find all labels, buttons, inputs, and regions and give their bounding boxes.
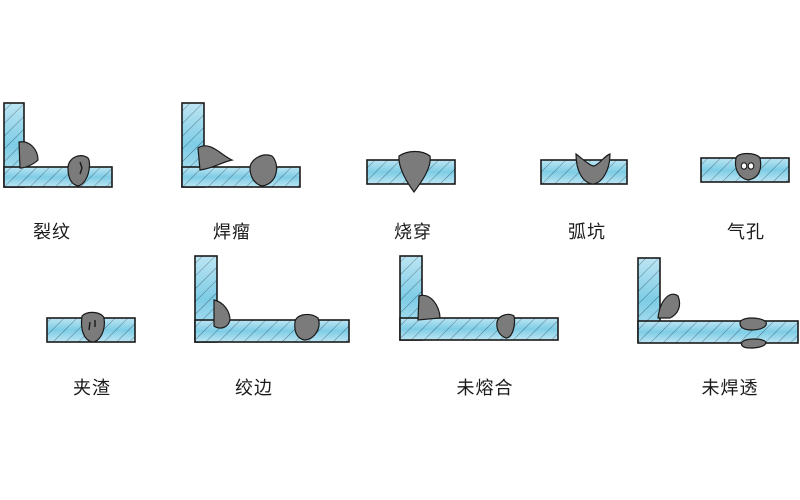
label-porosity: 气孔 <box>727 222 765 243</box>
defect-crater-sketch <box>540 152 628 185</box>
label-undercut: 绞边 <box>235 378 273 399</box>
label-slag-inclusion: 夹渣 <box>73 378 111 399</box>
label-crater: 弧坑 <box>568 222 606 243</box>
defect-weld-tumor-sketch <box>181 102 301 188</box>
defect-porosity-sketch <box>700 152 790 183</box>
defect-burn-through-sketch <box>366 150 456 194</box>
label-burn-through: 烧穿 <box>394 222 432 243</box>
defect-undercut-sketch <box>194 255 350 343</box>
defect-incomplete-fusion-sketch <box>399 255 559 341</box>
defect-crack-sketch <box>3 102 113 188</box>
label-incomplete-penetration: 未焊透 <box>701 378 759 399</box>
label-incomplete-fusion: 未熔合 <box>456 378 514 399</box>
label-weld-tumor: 焊瘤 <box>213 222 251 243</box>
label-crack: 裂纹 <box>33 222 71 243</box>
defect-slag-inclusion-sketch <box>46 311 136 343</box>
defect-incomplete-penetration-sketch <box>637 257 799 349</box>
